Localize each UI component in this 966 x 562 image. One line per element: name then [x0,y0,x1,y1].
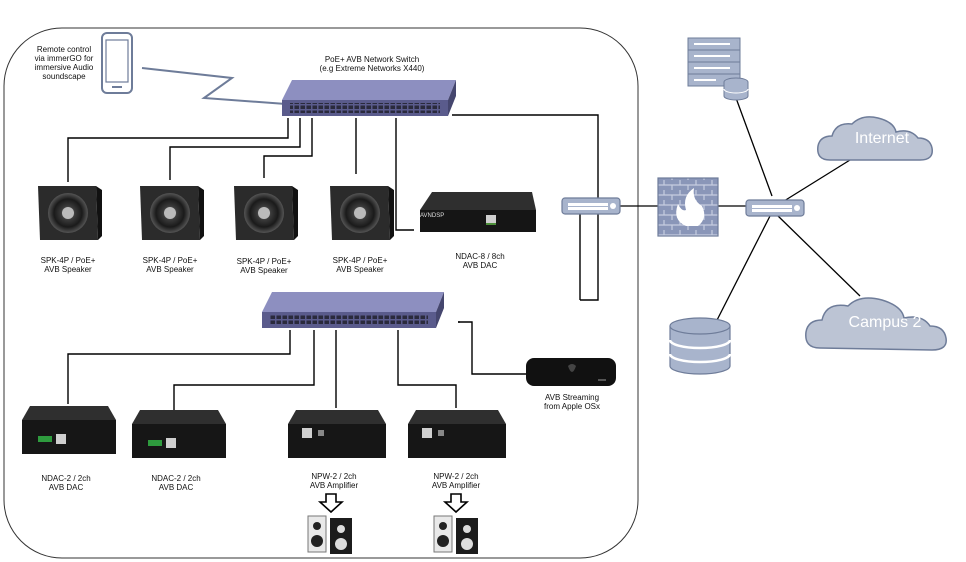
bookshelf-speakers-2-icon [433,515,478,554]
ndac2-1-icon [22,406,116,454]
server-icon [687,37,749,101]
campus-cloud-icon [805,297,947,351]
speaker-4-icon [330,186,394,240]
wireless-link [141,67,287,105]
bookshelf-speakers-1-icon [307,515,352,554]
arrow-down-2-icon [442,493,470,514]
phone-icon [101,32,133,94]
firewall-icon [657,177,719,237]
apple-streamer-icon [526,358,616,386]
phone-label: Remote control via immerGO for immersive… [34,45,94,81]
site-boundary [3,27,639,559]
speaker-3-label: SPK-4P / PoE+ AVB Speaker [236,257,292,275]
internet-cloud-label: Internet [854,130,910,147]
campus-cloud-label: Campus 2 [848,314,922,331]
npw2-2-icon [408,410,506,458]
network-links [620,97,861,327]
ndac2-2-label: NDAC-2 / 2ch AVB DAC [151,474,201,492]
ndac8-label: NDAC-8 / 8ch AVB DAC [455,252,505,270]
ndac2-1-label: NDAC-2 / 2ch AVB DAC [41,474,91,492]
ndac8-brand: AVNDSP [420,213,445,219]
speaker-2-label: SPK-4P / PoE+ AVB Speaker [142,256,198,274]
top-switch-label: PoE+ AVB Network Switch (e.g Extreme Net… [319,55,425,73]
speaker-4-label: SPK-4P / PoE+ AVB Speaker [332,256,388,274]
internet-cloud-icon [817,116,933,161]
arrow-down-1-icon [317,493,345,514]
speaker-2-icon [140,186,204,240]
network-switch-2-icon [745,199,805,217]
npw2-1-label: NPW-2 / 2ch AVB Amplifier [309,472,359,490]
cables-bottom [67,321,526,410]
speaker-1-icon [38,186,102,240]
top-switch-icon [282,80,456,116]
bottom-switch-icon [262,292,444,328]
database-icon [668,317,732,375]
ndac8-icon [420,192,536,232]
apple-streamer-label: AVB Streaming from Apple OSx [543,393,601,411]
ndac2-2-icon [132,410,226,458]
speaker-1-label: SPK-4P / PoE+ AVB Speaker [40,256,96,274]
npw2-1-icon [288,410,386,458]
npw2-2-label: NPW-2 / 2ch AVB Amplifier [431,472,481,490]
network-switch-1-icon [561,197,621,215]
speaker-3-icon [234,186,298,240]
